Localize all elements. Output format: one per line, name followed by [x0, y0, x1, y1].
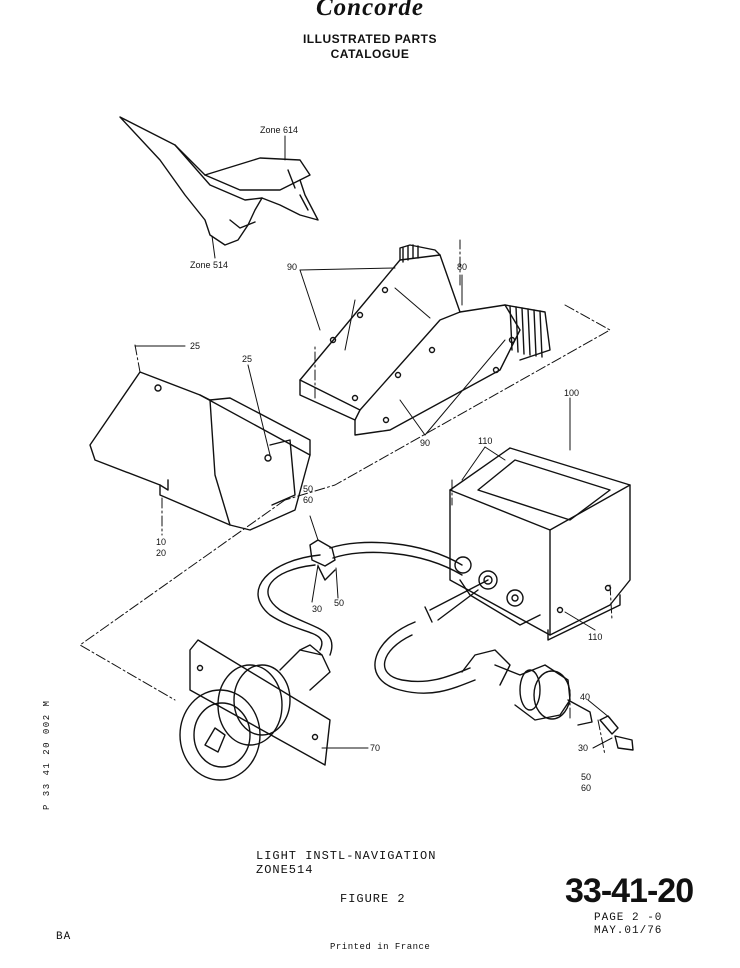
- callout-10: 10: [156, 537, 166, 547]
- cover-panel: [89, 371, 311, 531]
- revision-date: MAY.01/76: [594, 925, 663, 937]
- figure-label: FIGURE 2: [340, 892, 406, 906]
- callout-90a: 90: [287, 262, 297, 272]
- side-code: P 33 41 20 002 M: [42, 699, 52, 810]
- callout-20: 20: [156, 548, 166, 558]
- callout-70: 70: [370, 743, 380, 753]
- cable-connector: [309, 539, 336, 581]
- page-number: PAGE 2 -0: [594, 912, 663, 924]
- catalogue-title-line1: ILLUSTRATED PARTS: [302, 32, 438, 46]
- mounting-bracket: [299, 244, 551, 436]
- callout-90b: 90: [420, 438, 430, 448]
- callout-50a: 50: [303, 484, 313, 494]
- callout-40: 40: [580, 692, 590, 702]
- zone-label-514: Zone 514: [190, 260, 228, 270]
- callout-leaders: [134, 267, 613, 749]
- callout-25b: 25: [242, 354, 252, 364]
- caption-title: LIGHT INSTL-NAVIGATION: [256, 849, 437, 863]
- callout-60b: 60: [581, 783, 591, 793]
- chapter-reference: 33-41-20: [565, 872, 694, 910]
- light-housing: [449, 447, 631, 641]
- zone-label-614: Zone 614: [260, 125, 298, 135]
- cables: [257, 541, 489, 694]
- lamp-socket: [461, 649, 634, 751]
- callout-60a: 60: [303, 495, 313, 505]
- lamp-assembly: [179, 639, 331, 781]
- callout-30b: 30: [578, 743, 588, 753]
- mounting-outline: [79, 239, 613, 756]
- brand-title: Concorde: [316, 0, 424, 21]
- callout-labels: 90 80 25 25 90 100 110 50 60 10 20 30 50…: [156, 262, 602, 793]
- callout-25a: 25: [190, 341, 200, 351]
- callout-100: 100: [564, 388, 579, 398]
- catalogue-title-line2: CATALOGUE: [330, 47, 410, 61]
- bottom-left-code: BA: [56, 931, 72, 943]
- callout-50c: 50: [581, 772, 591, 782]
- aircraft-silhouette: [119, 116, 319, 259]
- printed-in-france: Printed in France: [330, 942, 431, 952]
- callout-80: 80: [457, 262, 467, 272]
- callout-110b: 110: [588, 632, 602, 642]
- callout-50b: 50: [334, 598, 344, 608]
- callout-30a: 30: [312, 604, 322, 614]
- callout-110a: 110: [478, 436, 492, 446]
- caption-zone: ZONE514: [256, 863, 314, 877]
